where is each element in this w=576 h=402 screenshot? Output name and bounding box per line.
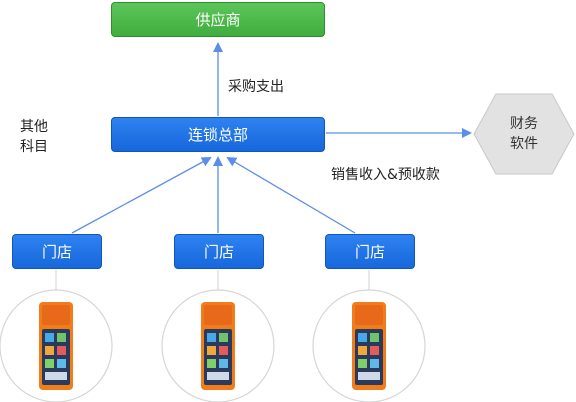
- other-accounts-line1: 其他: [20, 119, 48, 135]
- store-node-2: 门店: [174, 234, 264, 269]
- finance-software-line1: 财务: [510, 116, 538, 132]
- arrow-store1-to-hq: [71, 157, 212, 234]
- pos-device-1: [0, 289, 113, 402]
- store-node-3-label: 门店: [354, 243, 385, 261]
- store-node-2-label: 门店: [203, 243, 234, 261]
- supplier-node-label: 供应商: [195, 11, 241, 29]
- hq-node: 连锁总部: [111, 117, 325, 152]
- purchase-expense-label: 采购支出: [228, 79, 284, 95]
- pos-device-3: [312, 289, 426, 402]
- other-accounts-label: 其他 科目: [20, 117, 48, 157]
- arrow-store3-to-hq: [226, 156, 356, 234]
- finance-software-line2: 软件: [510, 136, 538, 152]
- store-node-1: 门店: [12, 234, 102, 269]
- finance-software-label: 财务 软件: [494, 114, 554, 154]
- hq-node-label: 连锁总部: [187, 126, 248, 144]
- pos-device-2: [161, 289, 275, 402]
- store-node-1-label: 门店: [41, 243, 72, 261]
- sales-revenue-label: 销售收入&预收款: [331, 167, 440, 183]
- supplier-node: 供应商: [111, 2, 325, 37]
- store-node-3: 门店: [325, 234, 415, 269]
- other-accounts-line2: 科目: [20, 139, 48, 155]
- finance-software-hexagon: [473, 93, 575, 175]
